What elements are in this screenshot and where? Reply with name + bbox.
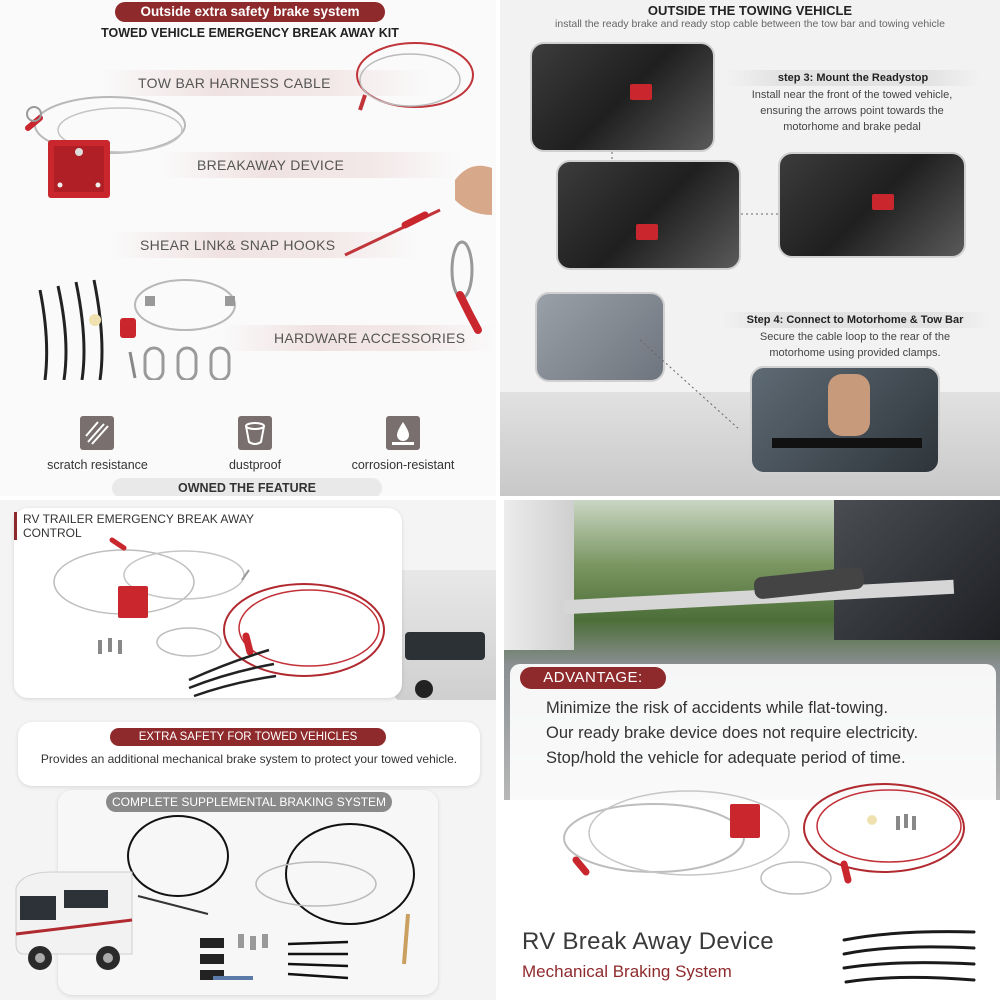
feature-label-dustproof: dustproof [228, 458, 282, 472]
feature-label-scratch: scratch resistance [47, 458, 148, 472]
hand-shape [455, 165, 492, 215]
extra-safety-title: EXTRA SAFETY FOR TOWED VEHICLES [110, 728, 386, 746]
kit-illustration [25, 42, 492, 380]
scratch-icon [80, 416, 114, 450]
feature-label-corrosion: corrosion-resistant [351, 458, 455, 472]
label-band [100, 70, 430, 96]
product-subtitle: Mechanical Braking System [522, 962, 732, 981]
install-photo-hands [750, 366, 940, 474]
kit-overview-panel: Outside extra safety brake system TOWED … [0, 0, 496, 496]
install-photo-readystop [556, 160, 741, 270]
installation-panel: OUTSIDE THE TOWING VEHICLE install the r… [500, 0, 1000, 496]
snap-hook [450, 240, 474, 300]
control-kit-illustration [53, 537, 385, 698]
towing-section-subtitle: install the ready brake and ready stop c… [555, 18, 945, 30]
step3-title: step 3: Mount the Readystop [726, 70, 980, 86]
carabiners [143, 346, 231, 380]
step4-title: Step 4: Connect to Motorhome & Tow Bar [720, 312, 990, 328]
install-photo-front [530, 42, 715, 152]
step3-text: Install near the front of the towed vehi… [751, 89, 953, 133]
leader-lines [611, 152, 778, 431]
extra-safety-card: EXTRA SAFETY FOR TOWED VEHICLES Provides… [18, 722, 480, 786]
extra-safety-text: Provides an additional mechanical brake … [40, 752, 458, 766]
advantage-panel: ADVANTAGE: Minimize the risk of accident… [504, 500, 1000, 1000]
advantage-item: Stop/hold the vehicle for adequate perio… [546, 749, 906, 767]
control-card: RV TRAILER EMERGENCY BREAK AWAY CONTROL [14, 508, 402, 698]
rv-background [395, 570, 496, 700]
supplemental-kit-illustration [127, 815, 415, 980]
label-band [160, 152, 460, 178]
dust-icon [238, 416, 272, 450]
install-photo-underbody [778, 152, 966, 258]
rv-control-panel: RV TRAILER EMERGENCY BREAK AWAY CONTROL … [0, 500, 496, 1000]
snap-hooks-label: SHEAR LINK& SNAP HOOKS [140, 237, 336, 253]
hardware-label: HARDWARE ACCESSORIES [274, 330, 466, 346]
label-band [220, 325, 496, 351]
advantage-item: Minimize the risk of accidents while fla… [546, 699, 889, 717]
towing-section-title: OUTSIDE THE TOWING VEHICLE [647, 3, 853, 18]
breakaway-device-label: BREAKAWAY DEVICE [197, 157, 345, 173]
red-cable-loop [356, 42, 474, 108]
control-card-title: RV TRAILER EMERGENCY BREAK AWAY CONTROL [14, 512, 314, 540]
product-title: RV Break Away Device [522, 928, 774, 955]
advantage-label: ADVANTAGE: [520, 667, 666, 689]
owned-feature-bar: OWNED THE FEATURE [112, 478, 382, 496]
outside-safety-banner: Outside extra safety brake system [115, 2, 385, 22]
install-photo-towbar [535, 292, 665, 382]
supplemental-system-title: COMPLETE SUPPLEMENTAL BRAKING SYSTEM [106, 792, 392, 812]
water-drop-icon [386, 416, 420, 450]
kit-title: TOWED VEHICLE EMERGENCY BREAK AWAY KIT [101, 26, 399, 40]
advantage-item: Our ready brake device does not require … [546, 724, 919, 742]
harness-cable-label: TOW BAR HARNESS CABLE [138, 75, 331, 91]
product-kit-illustration [563, 783, 976, 984]
motorhome-image [15, 871, 133, 970]
step4-text: Secure the cable loop to the rear of the… [759, 331, 951, 359]
zip-ties [38, 279, 104, 380]
